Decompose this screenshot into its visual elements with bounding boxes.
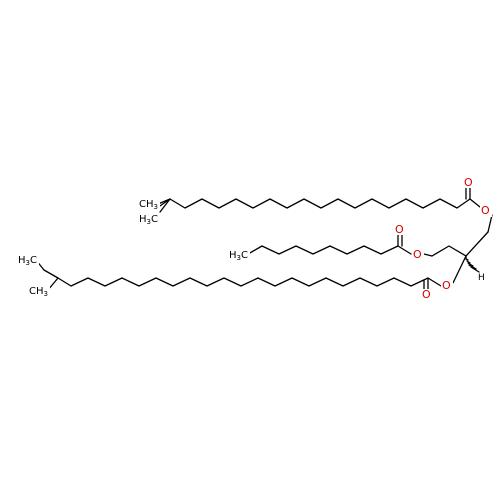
bottom-branch-ethyl <box>43 269 59 279</box>
ch3-top-lower-label: H3C <box>139 214 158 226</box>
ch3-top-upper-label: CH3 <box>139 199 158 211</box>
o-ester-mid-label: O <box>413 248 422 261</box>
o-ester-bot-label: O <box>442 279 451 292</box>
sn2-ester-bond <box>452 255 467 284</box>
ch3-bot-upper-label: H3C <box>18 255 37 267</box>
ch3-bot-lower-label: CH3 <box>29 286 48 298</box>
o-ester-top-label: O <box>481 204 490 217</box>
glycerol-backbone <box>431 231 489 257</box>
top-ester-bond-to-ch2 <box>487 214 493 233</box>
top-branch-bond-lower <box>159 198 171 213</box>
mid-ester-bond-left <box>423 253 433 257</box>
o-carbonyl-mid-label: O <box>395 223 404 236</box>
top-acyl-chain <box>156 198 471 209</box>
middle-acyl-chain <box>247 245 412 255</box>
ch3-mid-label: H3C <box>229 250 248 262</box>
o-carbonyl-top-label: O <box>464 176 473 189</box>
o-carbonyl-bot-label: O <box>422 288 431 301</box>
stereo-h-label: H <box>478 273 485 283</box>
bottom-acyl-chain <box>57 277 442 287</box>
stereo-hash-wedge <box>465 255 480 273</box>
top-ester-bond <box>469 198 481 208</box>
